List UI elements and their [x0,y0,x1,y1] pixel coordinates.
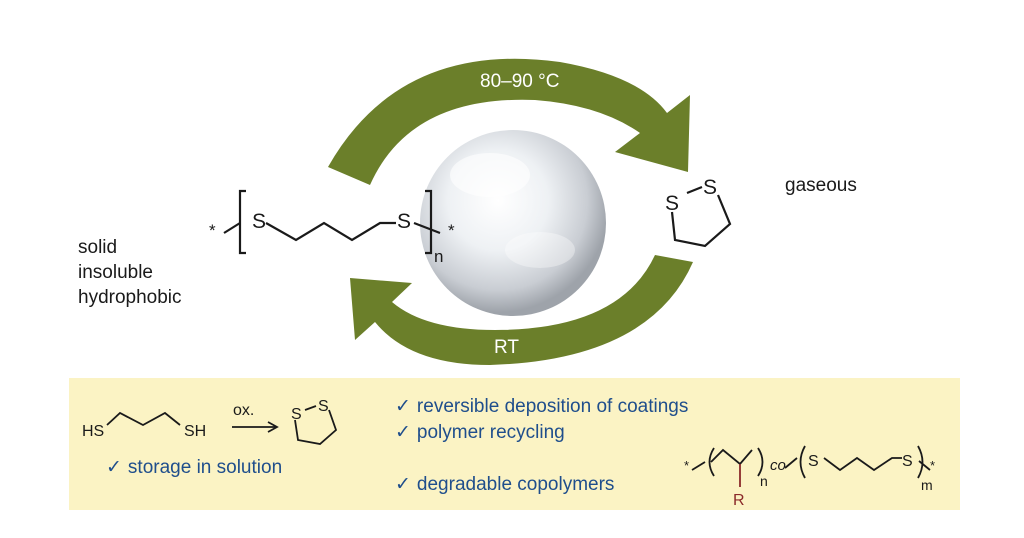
sphere-texture [505,232,575,268]
benefit-copolymers-text: degradable copolymers [416,474,615,495]
propanedithiol-structure [106,411,181,427]
benefit-recycling-text: polymer recycling [416,422,565,443]
polymer-bond-end-left [223,222,241,234]
heating-condition-label: 80–90 °C [480,71,560,92]
polymer-end-left: * [209,221,216,240]
dithiolane-ring [670,185,732,248]
check-icon: ✓ [395,396,411,417]
benefit-storage-text: storage in solution [127,457,283,478]
dithiolane-sulfur-2: S [703,176,717,199]
polymer-subscript-n: n [434,247,443,266]
copolymer-sulfur-1: S [808,453,819,470]
highlights-panel [69,378,960,510]
check-icon: ✓ [106,457,122,478]
copolymer-substituent-r: R [733,492,745,509]
copolymer-co-label: co [770,457,786,474]
room-temperature-label: RT [494,337,519,358]
small-dithiolane-sulfur-1: S [291,406,302,423]
polymer-property-hydrophobic: hydrophobic [78,287,182,308]
thiol-left-label: HS [82,423,104,440]
copolymer-structure [691,445,931,479]
polymer-right-bracket [425,189,433,255]
check-icon: ✓ [395,422,411,443]
benefit-recycling: ✓polymer recycling [395,421,565,444]
polymer-sulfur-1: S [252,210,266,233]
small-dithiolane-ring [294,405,338,445]
polymer-sulfur-2: S [397,210,411,233]
benefit-coatings-text: reversible deposition of coatings [416,396,689,417]
copolymer-sulfur-2: S [902,453,913,470]
sphere-highlight [450,153,530,197]
benefit-copolymers: ✓degradable copolymers [395,473,614,496]
benefit-storage: ✓storage in solution [106,456,282,479]
check-icon: ✓ [395,474,411,495]
polymer-property-solid: solid [78,237,118,258]
polymer-left-bracket [238,189,246,255]
benefit-coatings: ✓reversible deposition of coatings [395,395,688,418]
thiol-right-label: SH [184,423,206,440]
polymer-bond-end-right [413,221,441,235]
copolymer-end-right: * [930,458,935,473]
monomer-state-label: gaseous [785,175,857,196]
polymer-property-insoluble: insoluble [78,262,153,283]
small-dithiolane-sulfur-2: S [318,398,329,415]
oxidation-arrow [232,421,279,433]
polymer-end-right: * [448,221,455,240]
copolymer-end-left: * [684,458,689,473]
depolymerization-arrow [328,58,690,185]
copolymer-subscript-m: m [921,477,933,493]
copolymer-subscript-n: n [760,473,768,489]
polymer-backbone [265,221,396,242]
polymerization-arrow [350,255,693,365]
polymer-structure [223,189,441,255]
oxidation-reagent-label: ox. [233,402,254,419]
dithiolane-sulfur-1: S [665,192,679,215]
